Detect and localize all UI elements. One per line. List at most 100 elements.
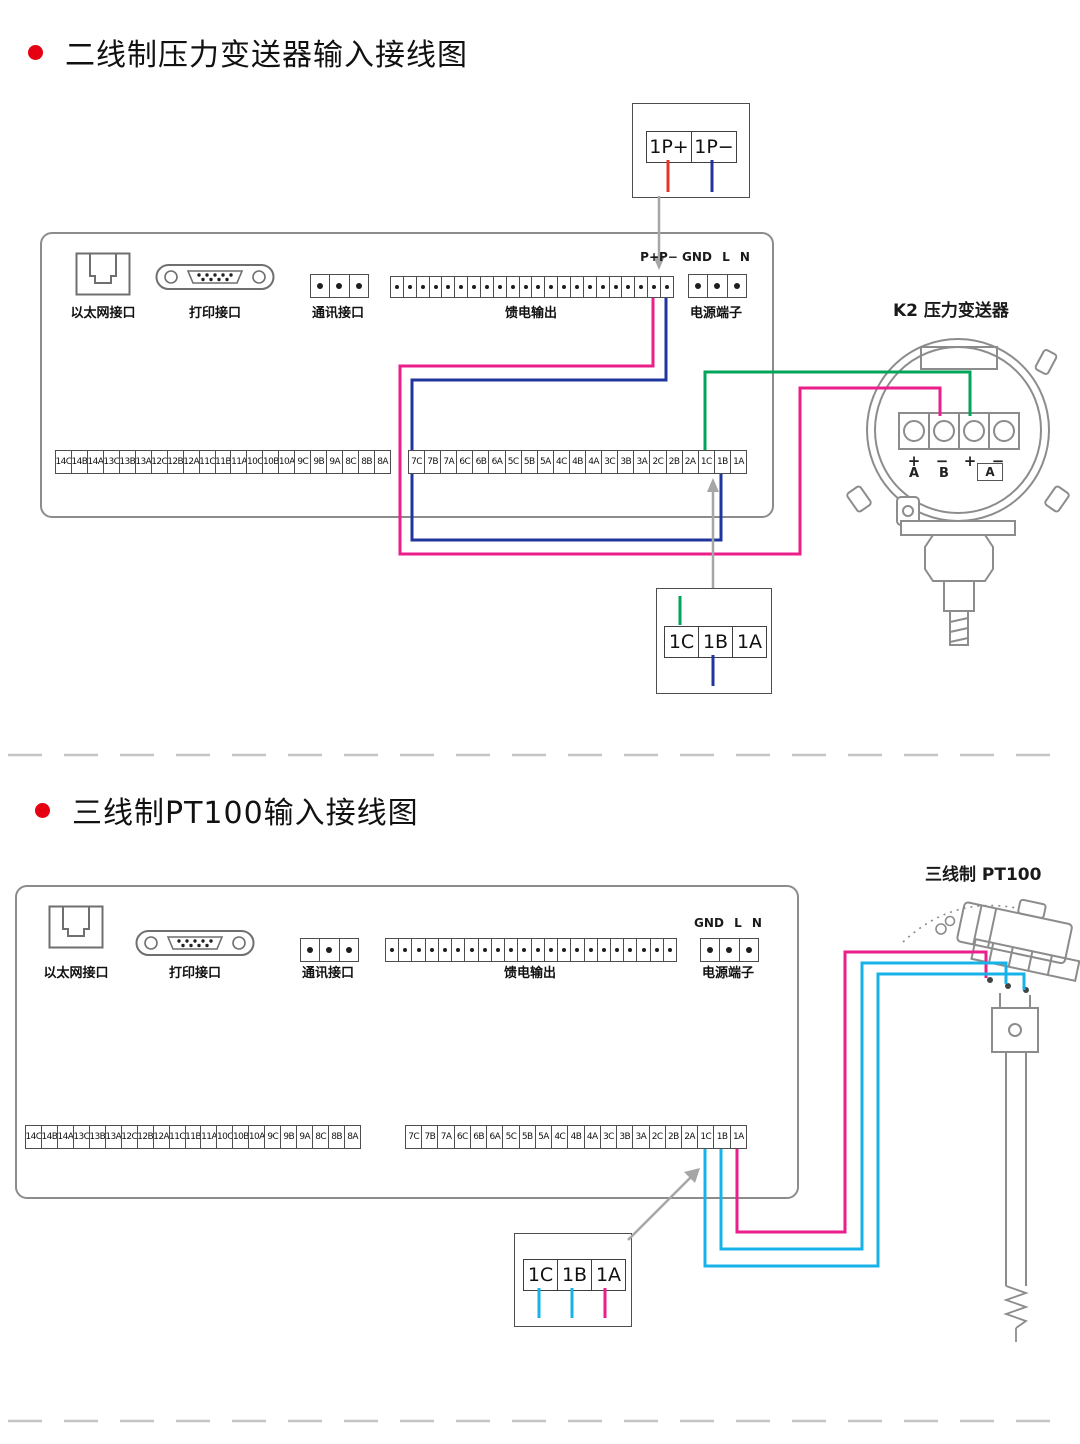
terminal-dot: [338, 939, 358, 961]
terminal-dot: [719, 939, 738, 961]
terminal-dot: [518, 277, 532, 297]
source-terminal-cell: 1P+: [646, 131, 692, 163]
input-terminal-cell: 1B: [699, 626, 733, 658]
terminal-cell: 14B: [70, 451, 87, 473]
terminal-cell: 10C: [216, 1126, 232, 1148]
comm-port-label: 通讯接口: [301, 966, 355, 981]
terminal-cell: 3A: [633, 451, 649, 473]
terminal-cell: 1A: [729, 451, 746, 473]
ethernet-port-label: 以太网接口: [43, 966, 109, 981]
terminal-cell: 5C: [504, 451, 521, 473]
terminal-dot: [557, 277, 570, 297]
terminal-dot: [454, 277, 467, 297]
terminal-cell: 3C: [599, 1126, 616, 1148]
feed-output-label: 馈电输出: [503, 966, 557, 981]
terminal-dot: [557, 939, 570, 961]
feed-output-label: 馈电输出: [504, 306, 558, 321]
terminal-cell: 9B: [310, 451, 326, 473]
terminal-cell: 1A: [729, 1126, 746, 1148]
terminal-cell: 3B: [616, 1126, 632, 1148]
terminal-cell: 12A: [152, 1126, 169, 1148]
terminal-dot: [391, 277, 403, 297]
terminal-cell: 12C: [120, 1126, 137, 1148]
terminal-cell: 4A: [583, 1126, 600, 1148]
terminal-dot: [531, 277, 544, 297]
terminal-dot: [505, 277, 519, 297]
terminal-cell: 13B: [88, 1126, 105, 1148]
terminal-dot: [570, 277, 583, 297]
pt100-sensor-drawing: [902, 898, 1080, 1342]
terminal-dot: [623, 939, 636, 961]
terminal-dot: [738, 939, 758, 961]
terminal-cell: 2B: [665, 451, 682, 473]
terminal-dot: [582, 277, 596, 297]
terminal-dot: [477, 939, 491, 961]
terminal-cell: 6B: [469, 1126, 486, 1148]
terminal-cell: 13C: [102, 451, 119, 473]
terminal-dot: [480, 277, 493, 297]
terminal-dot: [596, 939, 610, 961]
comm-port-label: 通讯接口: [311, 306, 365, 321]
input-terminal-cell: 1C: [523, 1259, 558, 1291]
terminal-dot: [583, 939, 597, 961]
terminal-ab-label: B: [939, 466, 949, 481]
terminal-cell: 8A: [374, 451, 390, 473]
terminal-cell: 4B: [567, 1126, 583, 1148]
power-terminals: [700, 938, 759, 962]
terminal-dot: [660, 277, 673, 297]
terminal-cell: 4A: [585, 451, 601, 473]
power-terminal-label: 电源端子: [689, 306, 743, 321]
terminal-cell: 4C: [552, 451, 569, 473]
terminal-cell: 5A: [534, 1126, 551, 1148]
terminal-dot: [411, 939, 424, 961]
terminal-cell: 12B: [166, 451, 183, 473]
recorder-panel-2: [15, 885, 799, 1199]
terminal-cell: 12C: [150, 451, 167, 473]
source-terminal-box: 1P+1P−: [632, 103, 750, 198]
power-terminals: [688, 274, 747, 298]
terminal-cell: 8C: [342, 451, 358, 473]
sensor-label: 三线制 PT100: [925, 865, 1042, 885]
terminal-cell: 7B: [424, 451, 440, 473]
source-terminal-cell: 1P−: [692, 131, 737, 163]
terminal-cell: 6C: [456, 451, 472, 473]
terminal-dot: [451, 939, 464, 961]
terminal-cell: 7A: [437, 1126, 453, 1148]
terminal-dot: [424, 939, 438, 961]
terminal-cell: 1B: [713, 1126, 729, 1148]
terminal-cell: 13B: [118, 451, 135, 473]
ethernet-port-icon: [75, 252, 131, 300]
terminal-cell: 13A: [134, 451, 151, 473]
terminal-dot: [398, 939, 411, 961]
printer-port-icon: [155, 262, 275, 296]
terminal-dot: [649, 939, 663, 961]
recorder-panel-1: [40, 232, 774, 518]
input-terminal-cell: 1C: [664, 626, 699, 658]
terminal-dot: [701, 939, 719, 961]
terminal-cell: 9C: [294, 451, 310, 473]
terminal-cell: 7C: [408, 1132, 420, 1142]
terminal-cell: 10B: [232, 1126, 248, 1148]
feed-polarity-header: P+P−: [640, 250, 678, 264]
section2-title-row: 三线制PT100输入接线图: [35, 788, 419, 832]
terminal-cell: 11B: [214, 451, 230, 473]
feed-output-terminals: [385, 938, 677, 962]
terminal-cell: 9A: [326, 451, 342, 473]
terminal-cell: 8A: [344, 1126, 360, 1148]
terminal-dot: [319, 939, 338, 961]
section2-title: 三线制PT100输入接线图: [72, 796, 419, 831]
terminal-cell: 6C: [453, 1126, 470, 1148]
terminal-cell: 11A: [200, 1126, 216, 1148]
terminal-cell: 8B: [328, 1126, 344, 1148]
terminal-dot: [492, 277, 506, 297]
terminal-cell: 13C: [72, 1126, 89, 1148]
power-terminal-label: 电源端子: [701, 966, 755, 981]
input-terminal-cell: 1A: [733, 626, 767, 658]
terminal-cell: 14A: [86, 451, 103, 473]
